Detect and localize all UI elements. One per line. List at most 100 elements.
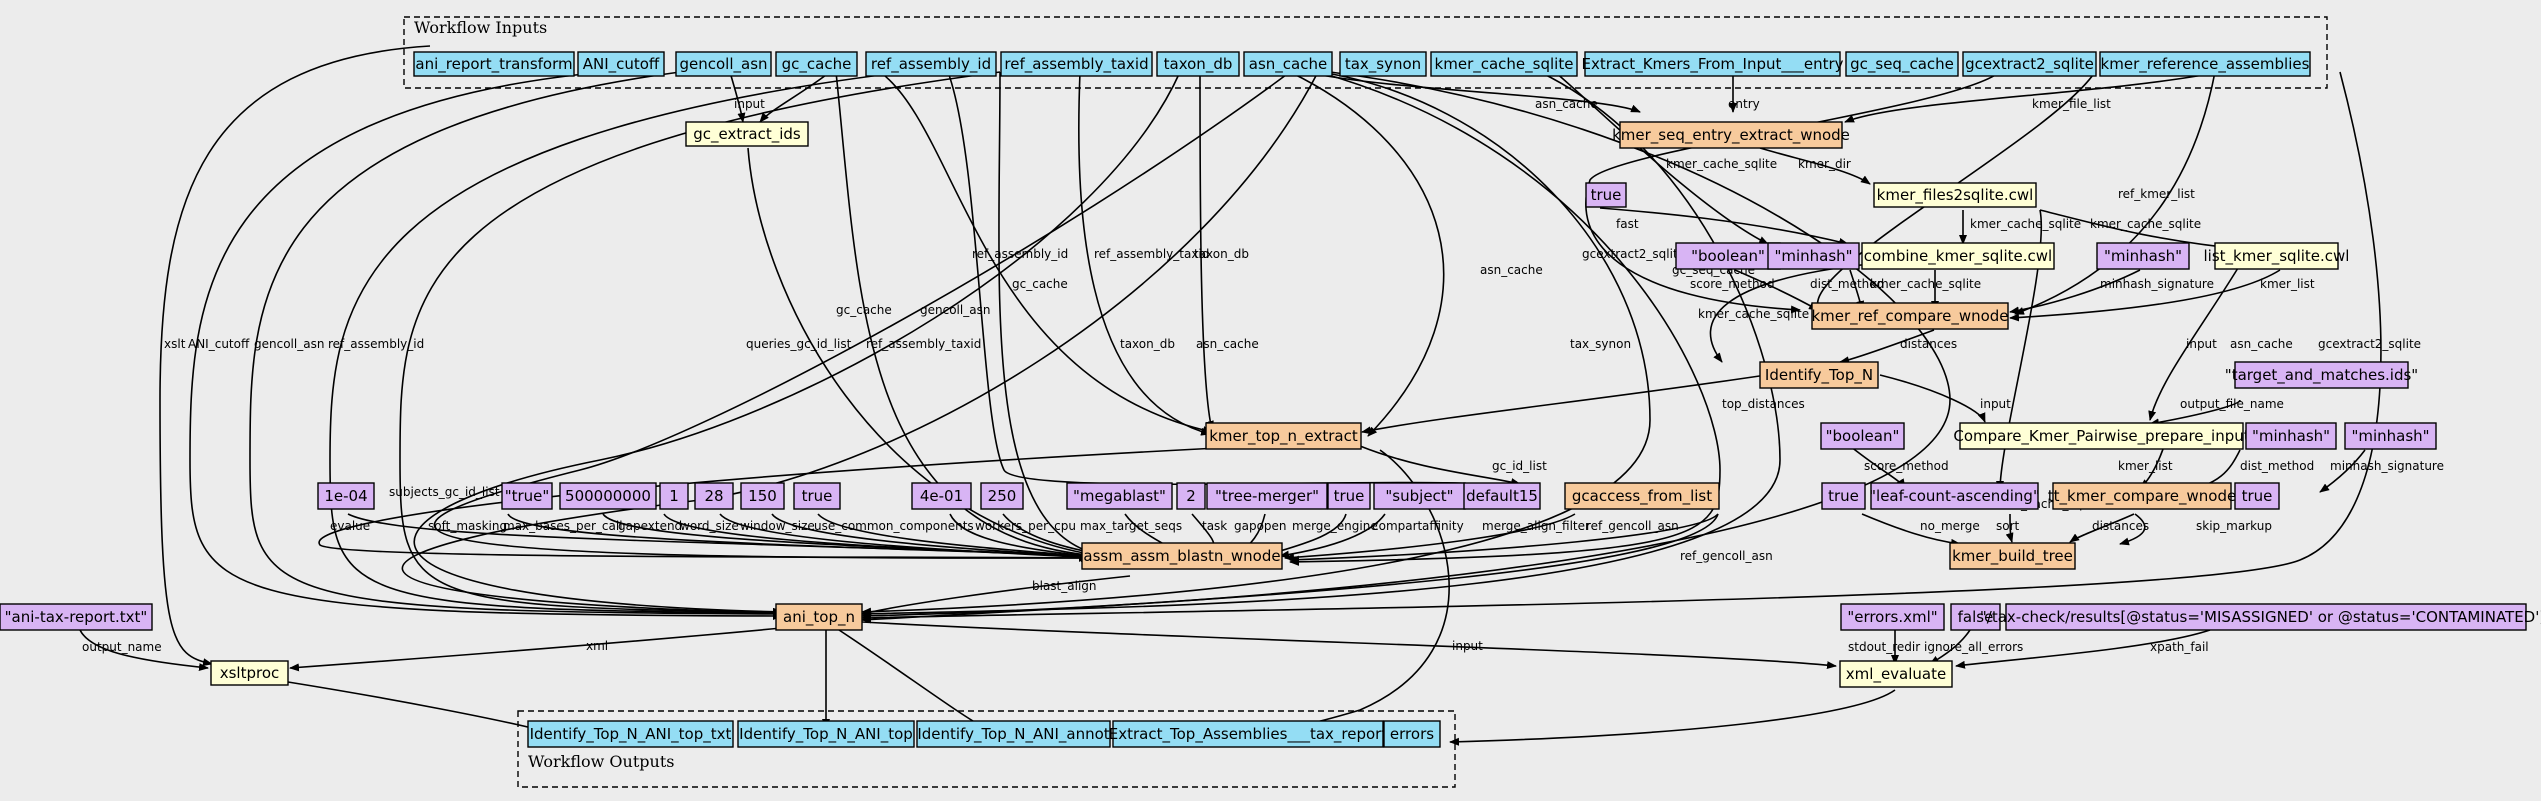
edge-label-entry: entry bbox=[1728, 97, 1760, 111]
node-label: gencoll_asn bbox=[679, 55, 767, 74]
node-label: default15 bbox=[1466, 487, 1538, 505]
edge-label-output-file-name: output_file_name bbox=[2180, 397, 2284, 411]
node-kmer-reference-assemblies: kmer_reference_assemblies bbox=[2099, 51, 2311, 77]
edge bbox=[1284, 513, 1576, 562]
node-box bbox=[685, 121, 809, 147]
edge-label-distances: distances bbox=[1900, 337, 1957, 351]
node-v-tree-merger: "tree-merger" bbox=[1206, 482, 1328, 510]
node-label: 1e-04 bbox=[324, 487, 367, 505]
edge bbox=[861, 513, 1719, 624]
edge-label-soft-masking: soft_masking bbox=[428, 519, 507, 533]
node-label: true bbox=[802, 487, 833, 505]
node-box bbox=[1845, 51, 1959, 77]
node-label: true bbox=[1591, 186, 1622, 204]
node-box bbox=[1373, 482, 1466, 510]
edge-label-kmer-cache-sqlite-5: kmer_cache_sqlite bbox=[1698, 307, 1809, 321]
node-v-minhash-1: "minhash" bbox=[1767, 242, 1860, 270]
edge-label-kmer-list: kmer_list bbox=[2260, 277, 2315, 291]
edge-label-kmer-cache-sqlite-2: kmer_cache_sqlite bbox=[1970, 217, 2081, 231]
node-label: 1 bbox=[669, 487, 679, 505]
edge-label-distances-2: distances bbox=[2092, 519, 2149, 533]
node-v-minhash-3: "minhash" bbox=[2245, 422, 2337, 450]
edge bbox=[1361, 373, 1774, 435]
node-label: Identify_Top_N_ANI_top bbox=[739, 725, 913, 744]
edge bbox=[287, 681, 541, 732]
edge-label-kmer-dir: kmer_dir bbox=[1798, 157, 1851, 171]
node-label: combine_kmer_sqlite.cwl bbox=[1864, 247, 2052, 266]
node-ref-assembly-taxid: ref_assembly_taxid bbox=[1000, 51, 1153, 77]
node-box bbox=[1585, 182, 1627, 208]
node-box bbox=[559, 482, 657, 510]
edge-label-gapopen: gapopen bbox=[1234, 519, 1287, 533]
node-box bbox=[317, 482, 375, 510]
node-v-true-skip: true bbox=[2234, 482, 2280, 510]
node-box bbox=[2214, 242, 2339, 270]
node-label: 500000000 bbox=[565, 487, 651, 505]
edge bbox=[413, 71, 1181, 616]
edge-label-subjects-gc-id-list: subjects_gc_id_list bbox=[389, 485, 500, 499]
node-box bbox=[1463, 482, 1541, 510]
node-label: errors bbox=[1390, 725, 1434, 743]
node-label: xsltproc bbox=[220, 664, 280, 682]
edge-label-gc-cache-2: gc_cache bbox=[1012, 277, 1068, 291]
edge bbox=[759, 71, 831, 123]
edge-label-gcextract2-sqlite: gcextract2_sqlite bbox=[1582, 247, 1685, 261]
edge-label-taxon-db-2: taxon_db bbox=[1120, 337, 1175, 351]
edge-label-fast: fast bbox=[1616, 217, 1639, 231]
node-label: gc_seq_cache bbox=[1850, 55, 1954, 74]
edge bbox=[2014, 71, 2216, 315]
node-v-150: 150 bbox=[740, 482, 785, 510]
node-box bbox=[1000, 51, 1153, 77]
node-ref-assembly-id: ref_assembly_id bbox=[865, 51, 997, 77]
node-ani-top-n: ani_top_n bbox=[775, 603, 863, 631]
edge bbox=[1359, 445, 1521, 486]
node-box bbox=[775, 51, 858, 77]
node-box bbox=[1176, 482, 1206, 510]
node-v-true-str: "true" bbox=[501, 482, 553, 510]
edge bbox=[1879, 374, 1986, 423]
edge bbox=[835, 71, 1101, 560]
edge-label-asn-cache: asn_cache bbox=[1535, 97, 1598, 111]
node-label: true bbox=[2242, 487, 2273, 505]
edge bbox=[1955, 629, 2211, 669]
edge-label-asn-cache-2: asn_cache bbox=[2230, 337, 2293, 351]
node-tax-synon: tax_synon bbox=[1339, 51, 1427, 77]
edge bbox=[1759, 147, 1871, 185]
edge-label-merge-align-filter: merge_align_filter bbox=[1482, 519, 1590, 533]
edge bbox=[399, 71, 1001, 616]
node-label: Extract_Kmers_From_Input___entry bbox=[1581, 55, 1843, 74]
edge bbox=[861, 71, 2382, 622]
edge-label-ref-gencoll-asn-2: ref_gencoll_asn bbox=[1680, 549, 1773, 563]
node-gcextract2-sqlite: gcextract2_sqlite bbox=[1962, 51, 2097, 77]
edge-labels: input asn_cache entry kmer_file_list kme… bbox=[82, 97, 2444, 654]
node-v-2: 2 bbox=[1176, 482, 1206, 510]
node-extract-kmers-entry: Extract_Kmers_From_Input___entry bbox=[1581, 51, 1844, 77]
node-box bbox=[1112, 720, 1384, 748]
edge-label-window-size: window_size bbox=[740, 519, 815, 533]
node-label: 28 bbox=[704, 487, 723, 505]
edge-label-dist-method-2: dist_method bbox=[2240, 459, 2314, 473]
node-label: "minhash" bbox=[1774, 247, 1852, 265]
node-gc-seq-cache: gc_seq_cache bbox=[1845, 51, 1959, 77]
edge bbox=[879, 71, 1213, 434]
node-v-250: 250 bbox=[980, 482, 1024, 510]
node-box bbox=[1759, 361, 1879, 389]
node-label: ani_top_n bbox=[783, 608, 855, 627]
node-combine-kmer-sqlite: combine_kmer_sqlite.cwl bbox=[1861, 242, 2055, 270]
node-label: tax_synon bbox=[1345, 55, 1421, 74]
node-kmer-build-tree: kmer_build_tree bbox=[1949, 542, 2076, 570]
node-label: list_kmer_sqlite.cwl bbox=[2204, 247, 2350, 266]
edge bbox=[329, 71, 905, 617]
cluster-workflow-outputs: Workflow Outputs bbox=[517, 710, 1456, 788]
edge bbox=[433, 71, 1291, 563]
node-gc-extract-ids: gc_extract_ids bbox=[685, 121, 809, 147]
edge-label-dist-method: dist_method bbox=[1810, 277, 1884, 291]
edge-label-ref-assembly-taxid-2: ref_assembly_taxid bbox=[866, 337, 981, 351]
node-v-minhash-4: "minhash" bbox=[2344, 422, 2437, 450]
node-kmer-top-n-extract: kmer_top_n_extract bbox=[1205, 422, 1362, 450]
edge bbox=[2149, 399, 2241, 427]
node-box bbox=[2099, 51, 2311, 77]
edge-label-xslt: xslt bbox=[164, 337, 186, 351]
node-label: "/tax-check/results[@status='MISASSIGNED… bbox=[1980, 608, 2541, 626]
